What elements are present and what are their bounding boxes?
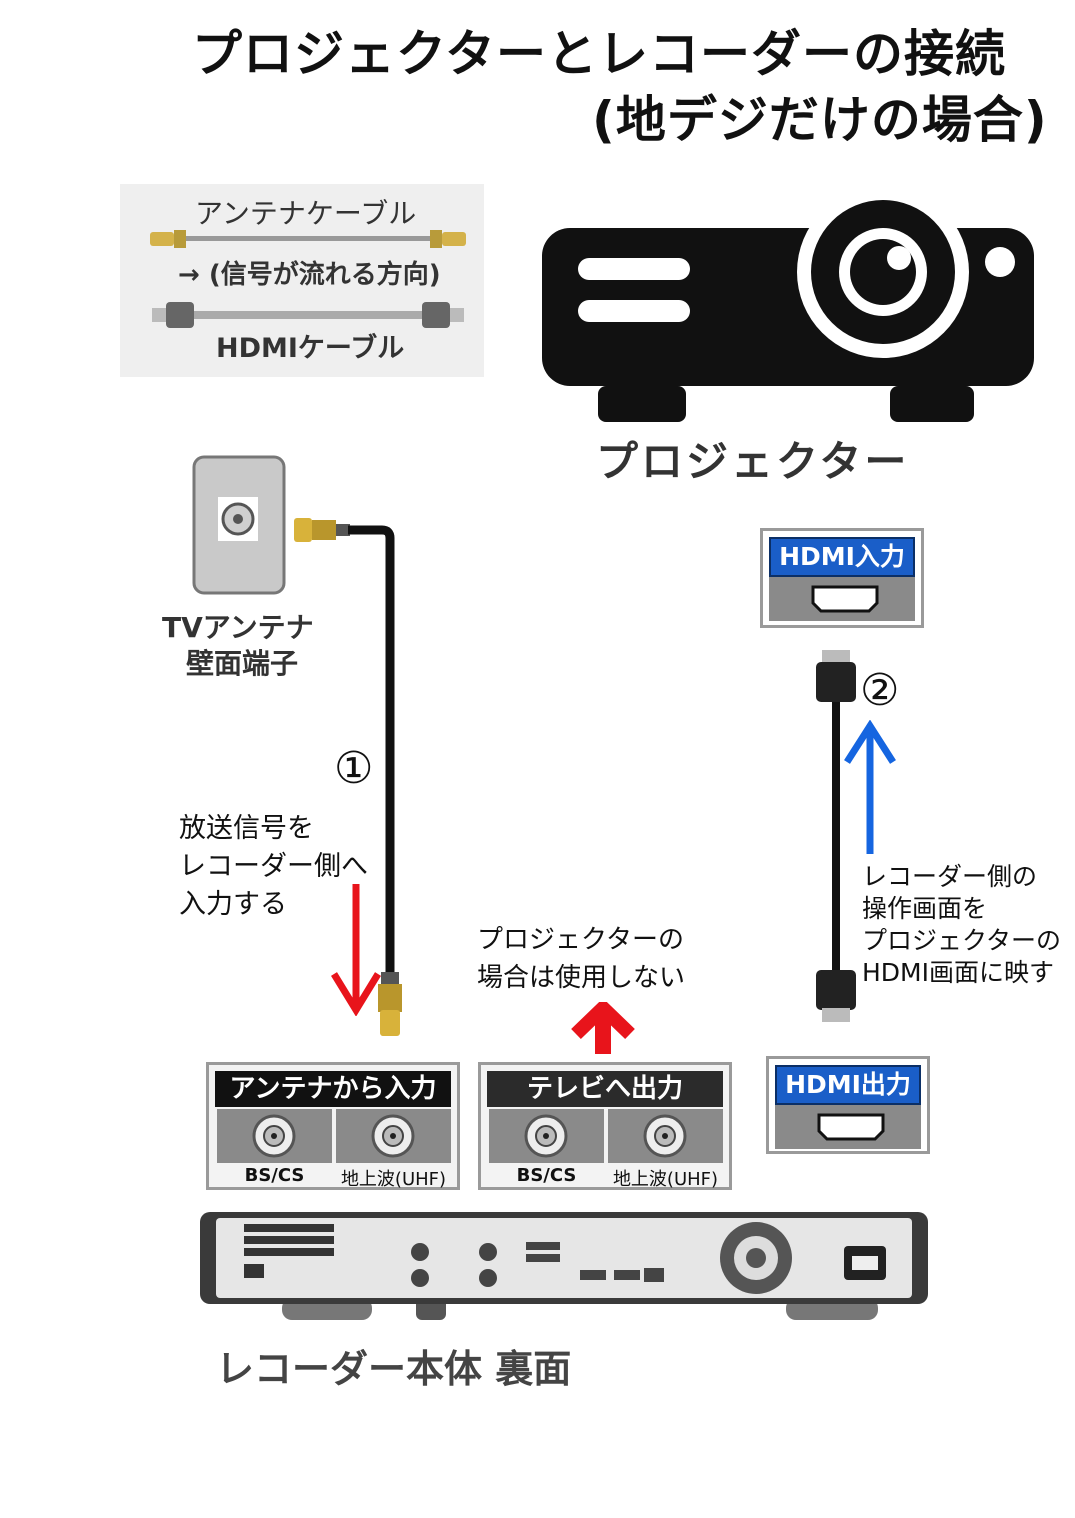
tv-output-header: テレビへ出力	[487, 1071, 723, 1107]
coax-port-icon	[524, 1114, 568, 1158]
projector-hdmi-port	[769, 577, 915, 621]
step-two-marker: ②	[860, 665, 900, 716]
recorder-tv-output-panel: テレビへ出力 BS/CS 地上波(UHF)	[478, 1062, 732, 1190]
projector-icon	[542, 190, 1034, 422]
recorder-back-panel-icon	[200, 1212, 928, 1320]
not-used-up-arrow-icon	[571, 1002, 635, 1054]
step-one-marker: ①	[334, 743, 374, 794]
hdmi-note-line2: 操作画面を	[862, 894, 988, 923]
wall-terminal-label-line2: 壁面端子	[186, 647, 299, 680]
antenna-input-bs-cs-label: BS/CS	[244, 1165, 305, 1186]
wall-antenna-terminal-icon	[192, 455, 286, 595]
hdmi-port-icon	[817, 1113, 885, 1141]
projector-label: プロジェクター	[596, 437, 910, 486]
coax-port-icon	[371, 1114, 415, 1158]
projector-hdmi-input-label: HDMI入力	[769, 537, 915, 577]
page-title-line1: プロジェクターとレコーダーの接続	[192, 25, 1006, 83]
recorder-label: レコーダー本体 裏面	[216, 1347, 572, 1391]
legend-antenna-cable-label: アンテナケーブル	[195, 197, 417, 230]
wall-terminal-label-line1: TVアンテナ	[162, 611, 314, 644]
legend-hdmi-cable-icon	[152, 302, 464, 328]
projector-hdmi-input-panel: HDMI入力	[760, 528, 924, 628]
recorder-hdmi-output-panel: HDMI出力	[766, 1056, 930, 1154]
legend-antenna-cable-icon	[150, 230, 466, 248]
tv-output-bs-cs-label: BS/CS	[516, 1165, 577, 1186]
antenna-input-uhf-port	[336, 1109, 451, 1163]
antenna-input-header: アンテナから入力	[215, 1071, 451, 1107]
recorder-hdmi-output-label: HDMI出力	[775, 1065, 921, 1105]
legend-signal-direction-label: → (信号が流れる方向)	[178, 260, 441, 290]
legend-hdmi-cable-label: HDMIケーブル	[216, 333, 405, 364]
tv-output-bs-cs-port	[489, 1109, 604, 1163]
hdmi-port-icon	[811, 585, 879, 613]
recorder-hdmi-port	[775, 1105, 921, 1149]
tv-out-note-line1: プロジェクターの	[477, 925, 684, 955]
coax-port-icon	[252, 1114, 296, 1158]
signal-down-arrow-icon	[331, 884, 381, 1016]
page-title-line2: (地デジだけの場合)	[592, 91, 1048, 149]
hdmi-cable-icon	[816, 650, 856, 1022]
hdmi-note-line4: HDMI画面に映す	[862, 958, 1054, 987]
recorder-antenna-input-panel: アンテナから入力 BS/CS 地上波(UHF)	[206, 1062, 460, 1190]
tv-output-uhf-port	[608, 1109, 723, 1163]
antenna-input-uhf-label: 地上波(UHF)	[340, 1169, 447, 1190]
antenna-note-line1: 放送信号を	[179, 813, 314, 844]
hdmi-note-line3: プロジェクターの	[862, 926, 1062, 955]
antenna-note-line2: レコーダー側へ	[179, 851, 368, 882]
cable-legend	[120, 184, 484, 377]
hdmi-up-arrow-icon	[844, 720, 896, 854]
antenna-cable-icon	[294, 518, 402, 1036]
coax-port-icon	[643, 1114, 687, 1158]
antenna-note-line3: 入力する	[179, 889, 287, 920]
tv-out-note-line2: 場合は使用しない	[477, 963, 686, 993]
hdmi-note-line1: レコーダー側の	[862, 862, 1038, 891]
tv-output-uhf-label: 地上波(UHF)	[612, 1169, 719, 1190]
antenna-input-bs-cs-port	[217, 1109, 332, 1163]
